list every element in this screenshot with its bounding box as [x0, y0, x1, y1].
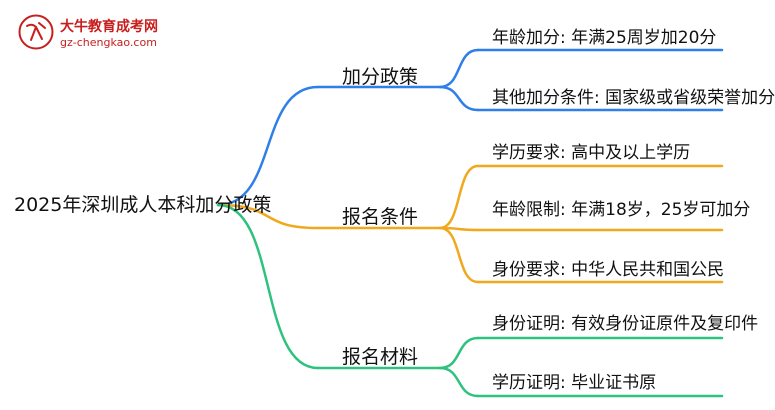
leaf-node-label: 其他加分条件: 国家级或省级荣誉加分: [492, 88, 775, 108]
branch-node-label: 报名材料: [342, 346, 419, 368]
leaf-node-label: 年龄加分: 年满25周岁加20分: [492, 28, 717, 48]
connector-branch-3-to-leaf-1: [438, 336, 480, 370]
connector-branch-2-to-leaf-1: [438, 164, 480, 230]
connector-root-to-branch-3: [216, 203, 320, 370]
connector-root-to-branch-2: [216, 203, 320, 230]
leaf-node-label: 学历证明: 毕业证书原: [492, 373, 657, 393]
connector-branch-2-to-leaf-3: [438, 226, 480, 284]
leaf-node-label: 身份证明: 有效身份证原件及复印件: [492, 314, 759, 334]
connector-branch-3-to-leaf-2: [438, 366, 480, 398]
leaf-node-label: 年龄限制: 年满18岁，25岁可加分: [492, 200, 751, 220]
logo-url: gz-chengkao.com: [60, 36, 157, 49]
connector-branch-1-to-leaf-2: [438, 85, 480, 112]
root-node-label: 2025年深圳成人本科加分政策: [14, 194, 272, 216]
mindmap-diagram: [216, 48, 724, 398]
logo-name: 大牛教育成考网: [60, 19, 158, 35]
branch-node-label: 加分政策: [342, 66, 419, 88]
logo-badge-icon: [18, 14, 54, 50]
branch-node-label: 报名条件: [342, 206, 419, 228]
connector-branch-1-to-leaf-1: [438, 48, 480, 89]
connector-root-to-branch-1: [216, 85, 320, 207]
leaf-node-label: 学历要求: 高中及以上学历: [492, 143, 691, 163]
leaf-node-label: 身份要求: 中华人民共和国公民: [492, 260, 725, 280]
logo: 大牛教育成考网 gz-chengkao.com: [18, 14, 168, 58]
